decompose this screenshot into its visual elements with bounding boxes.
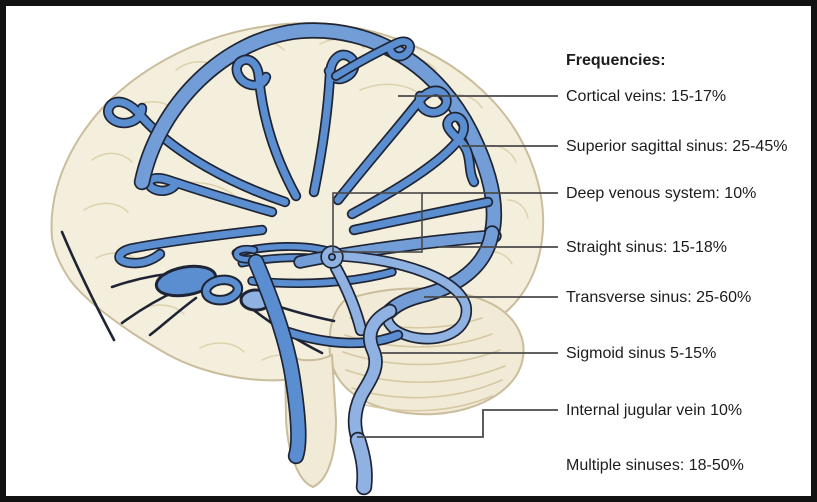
label-frequencies-title: Frequencies: xyxy=(566,52,666,69)
cortical-vein-occipital-wavy xyxy=(348,113,478,218)
cortical-vein-frontal-hairpin xyxy=(116,226,266,267)
label-transverse-sinus: Transverse sinus: 25-60% xyxy=(566,289,751,306)
cavernous-sinus-complex xyxy=(154,264,273,312)
transverse-sinus xyxy=(384,227,498,317)
deep-to-sigmoid-connector xyxy=(331,263,366,335)
label-superior-sagittal-sinus: Superior sagittal sinus: 25-45% xyxy=(566,138,787,155)
cavernous-sinus-bulb xyxy=(154,264,218,298)
label-straight-sinus: Straight sinus: 15-18% xyxy=(566,239,727,256)
sylvian-vein xyxy=(60,230,116,342)
venous-system xyxy=(103,22,503,496)
vein-of-galen xyxy=(322,247,342,267)
deep-venous-system-box xyxy=(332,192,423,253)
cortical-vein-upper-left-loop xyxy=(104,98,289,206)
cortical-vein-posterior xyxy=(350,198,492,234)
label-internal-jugular-vein: Internal jugular vein 10% xyxy=(566,402,742,419)
cortical-vein-frontal-ascending xyxy=(233,56,300,200)
cortical-vein-parietal xyxy=(334,87,450,204)
label-multiple-sinuses: Multiple sinuses: 18-50% xyxy=(566,457,744,474)
vein-of-labbe xyxy=(284,328,402,347)
label-column: Frequencies: Cortical veins: 15-17% Supe… xyxy=(566,52,787,474)
descending-anterior-vein xyxy=(249,255,305,463)
annotations xyxy=(332,95,558,438)
cortical-vein-apex-hook xyxy=(332,38,414,80)
ophthalmic-vein-3 xyxy=(148,296,198,337)
occipital-vein-loop xyxy=(338,252,471,343)
superior-sagittal-sinus xyxy=(135,23,501,240)
circular-sinus-ring xyxy=(202,276,242,304)
label-sigmoid-sinus: Sigmoid sinus 5-15% xyxy=(566,345,716,362)
label-deep-venous-system: Deep venous system: 10% xyxy=(566,185,756,202)
leader-internal-jugular-vein xyxy=(357,409,558,438)
cortical-vein-left-mid xyxy=(145,174,276,216)
deep-vein-hairpin xyxy=(234,246,257,262)
label-cortical-veins: Cortical veins: 15-17% xyxy=(566,88,726,105)
sigmoid-sinus xyxy=(349,305,396,446)
internal-jugular-vein xyxy=(351,433,372,494)
